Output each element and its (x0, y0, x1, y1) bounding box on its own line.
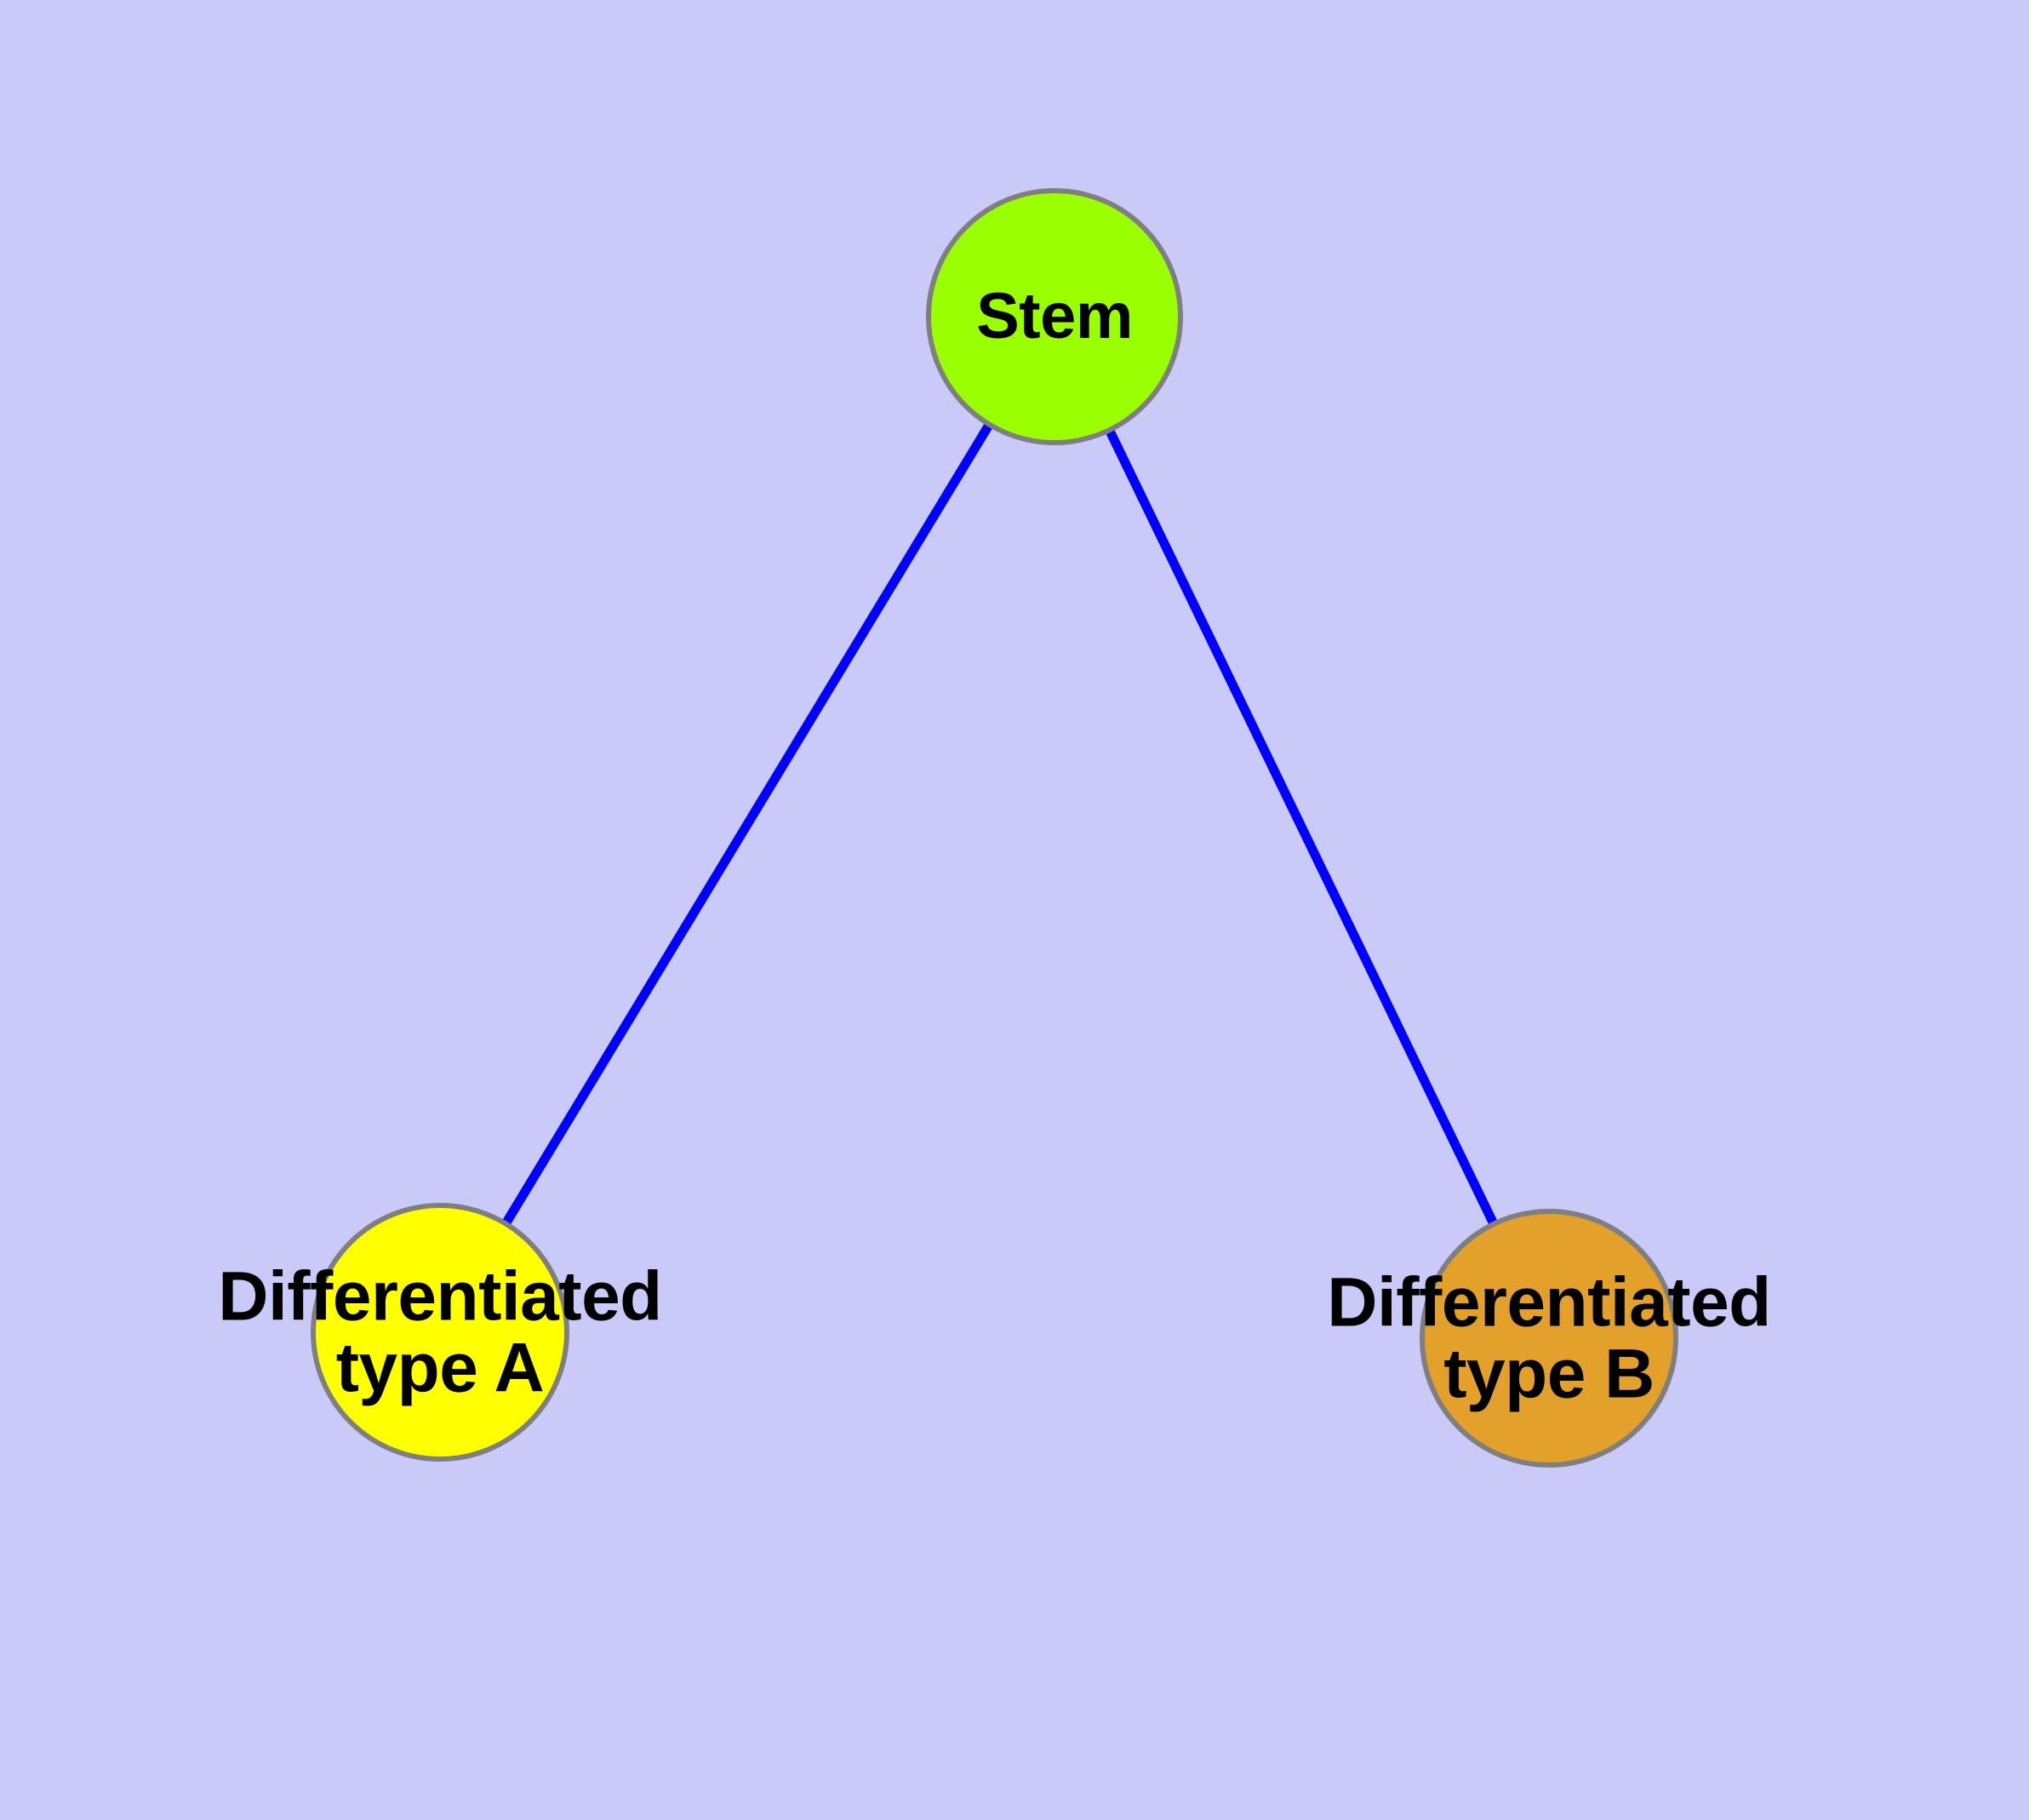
edge-layer (436, 314, 1553, 1341)
node-layer (311, 188, 1678, 1468)
node-differentiated-type-a[interactable] (311, 1203, 569, 1462)
edge-stem-to-differentiated-b (1050, 314, 1553, 1341)
edge-stem-to-differentiated-a (436, 314, 1059, 1335)
node-stem[interactable] (926, 188, 1183, 445)
node-differentiated-type-b[interactable] (1420, 1209, 1678, 1468)
